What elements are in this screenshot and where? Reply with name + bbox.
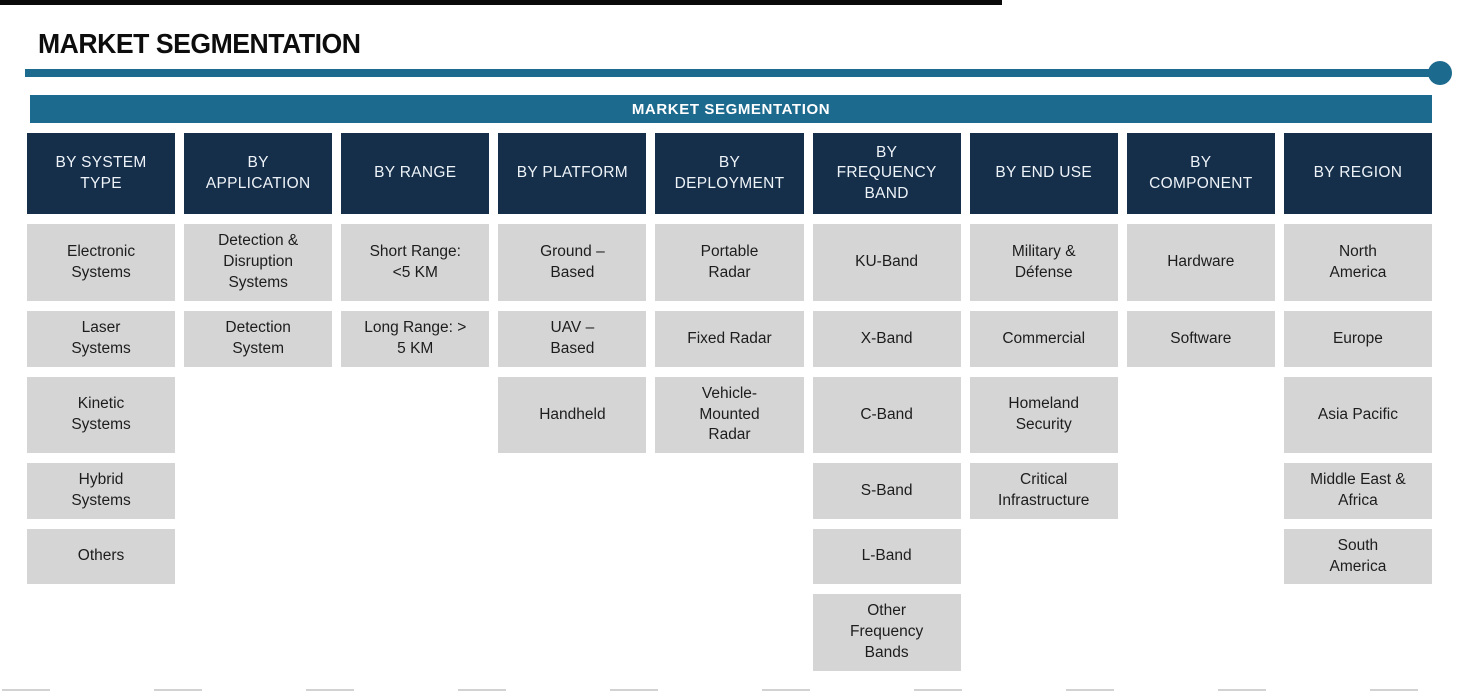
cell-hardware: Hardware (1126, 224, 1275, 301)
page-title: MARKET SEGMENTATION (38, 28, 361, 59)
cell-portable-radar: Portable Radar (655, 224, 804, 301)
cell-ground-based: Ground – Based (498, 224, 647, 301)
bottom-dashed-marks (2, 689, 1464, 691)
divider-endpoint-dot (1428, 61, 1452, 85)
cell-military-defense: Military & Défense (969, 224, 1118, 301)
cell-asia-pacific: Asia Pacific (1283, 377, 1432, 453)
cell-x-band: X-Band (812, 311, 961, 367)
cell-others: Others (27, 529, 176, 584)
cell-north-america: North America (1283, 224, 1432, 301)
header-by-deployment: BY DEPLOYMENT (655, 133, 804, 214)
cell-commercial: Commercial (969, 311, 1118, 367)
cell-laser-systems: Laser Systems (27, 311, 176, 367)
cell-handheld: Handheld (498, 377, 647, 453)
header-by-system-type: BY SYSTEM TYPE (27, 133, 176, 214)
cell-electronic-systems: Electronic Systems (27, 224, 176, 301)
cell-other-frequency-bands: Other Frequency Bands (812, 594, 961, 671)
cell-hybrid-systems: Hybrid Systems (27, 463, 176, 519)
header-by-component: BY COMPONENT (1126, 133, 1275, 214)
header-by-range: BY RANGE (341, 133, 490, 214)
header-by-frequency-band: BY FREQUENCY BAND (812, 133, 961, 214)
header-by-platform: BY PLATFORM (498, 133, 647, 214)
cell-middle-east-africa: Middle East & Africa (1283, 463, 1432, 519)
cell-short-range: Short Range: <5 KM (341, 224, 490, 301)
cell-critical-infrastructure: Critical Infrastructure (969, 463, 1118, 519)
cell-kinetic-systems: Kinetic Systems (27, 377, 176, 453)
cell-l-band: L-Band (812, 529, 961, 584)
cell-south-america: South America (1283, 529, 1432, 584)
cell-s-band: S-Band (812, 463, 961, 519)
cell-europe: Europe (1283, 311, 1432, 367)
header-by-region: BY REGION (1283, 133, 1432, 214)
cell-ku-band: KU-Band (812, 224, 961, 301)
cell-uav-based: UAV – Based (498, 311, 647, 367)
banner-label: MARKET SEGMENTATION (631, 100, 831, 118)
cell-c-band: C-Band (812, 377, 961, 453)
header-by-end-use: BY END USE (969, 133, 1118, 214)
cell-software: Software (1126, 311, 1275, 367)
cell-long-range: Long Range: > 5 KM (341, 311, 490, 367)
cell-detection-disruption-systems: Detection & Disruption Systems (184, 224, 333, 301)
cell-homeland-security: Homeland Security (969, 377, 1118, 453)
cell-fixed-radar: Fixed Radar (655, 311, 804, 367)
top-black-strip (0, 0, 1002, 5)
header-by-application: BY APPLICATION (184, 133, 333, 214)
divider-line (25, 69, 1429, 77)
cell-vehicle-mounted-radar: Vehicle- Mounted Radar (655, 377, 804, 453)
cell-detection-system: Detection System (184, 311, 333, 367)
market-segmentation-banner: MARKET SEGMENTATION (30, 95, 1432, 123)
segmentation-grid: BY SYSTEM TYPE BY APPLICATION BY RANGE B… (27, 133, 1432, 671)
